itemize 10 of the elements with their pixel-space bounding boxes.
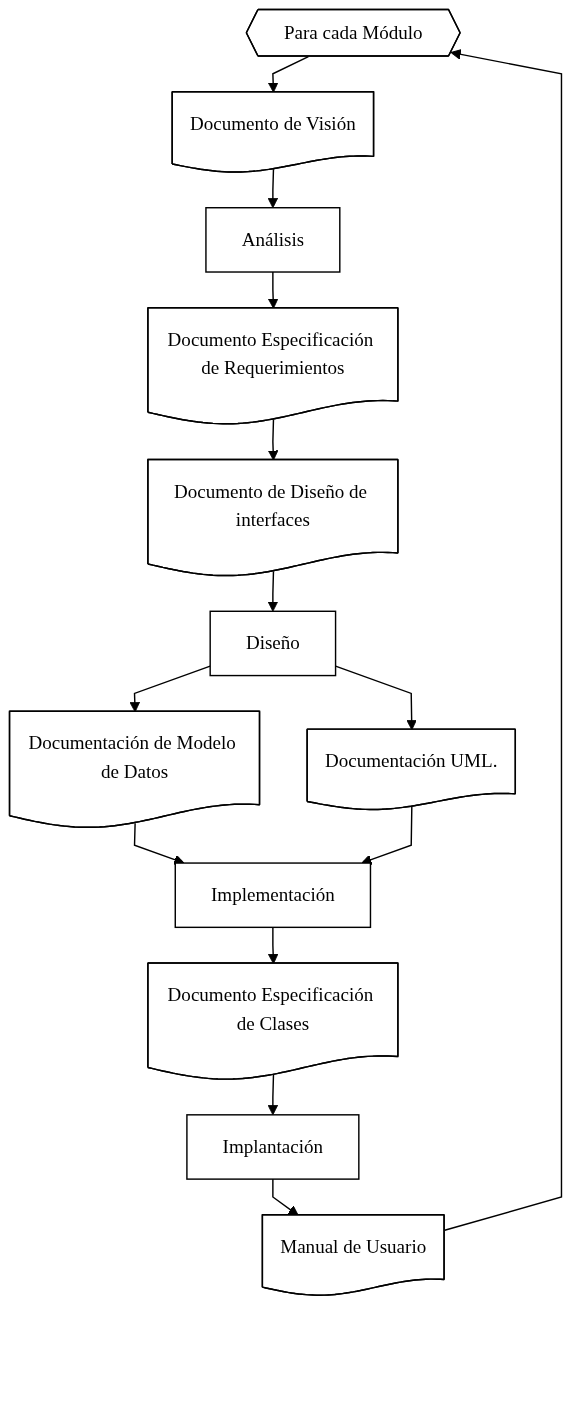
- arrow: [133, 822, 185, 865]
- arrow: [443, 49, 563, 1231]
- arrow: [267, 1074, 279, 1116]
- node-box: Análisis: [205, 207, 341, 273]
- node-box: Diseño: [209, 610, 337, 677]
- node-box: Implantación: [186, 1114, 360, 1180]
- arrow: [361, 806, 413, 865]
- node-box: Implementación: [174, 862, 372, 929]
- arrow: [267, 570, 279, 612]
- arrow: [267, 168, 279, 209]
